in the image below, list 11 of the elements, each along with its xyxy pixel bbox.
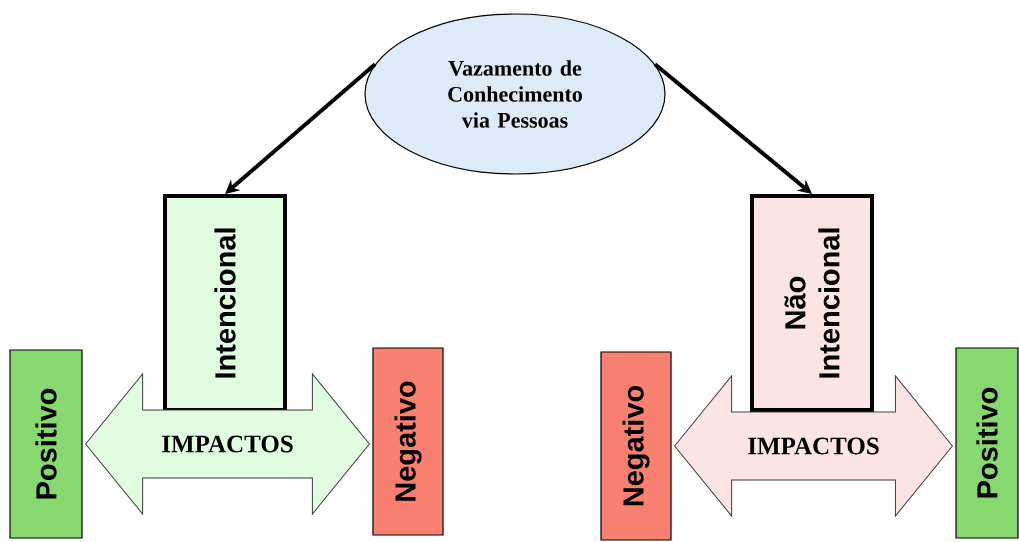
text-box: Positivo xyxy=(955,347,1019,539)
double-arrow xyxy=(85,373,370,515)
text-box: Positivo xyxy=(9,349,83,539)
text-box: Intencional xyxy=(163,194,287,412)
text-box: Negativo xyxy=(372,347,444,536)
double-arrow xyxy=(674,375,953,517)
arrow xyxy=(653,62,812,194)
oval-node: Vazamento de Conhecimento via Pessoas xyxy=(364,13,666,175)
text-box: Não Intencional xyxy=(750,194,874,412)
arrow xyxy=(225,62,377,194)
text-box: Negativo xyxy=(600,351,672,541)
